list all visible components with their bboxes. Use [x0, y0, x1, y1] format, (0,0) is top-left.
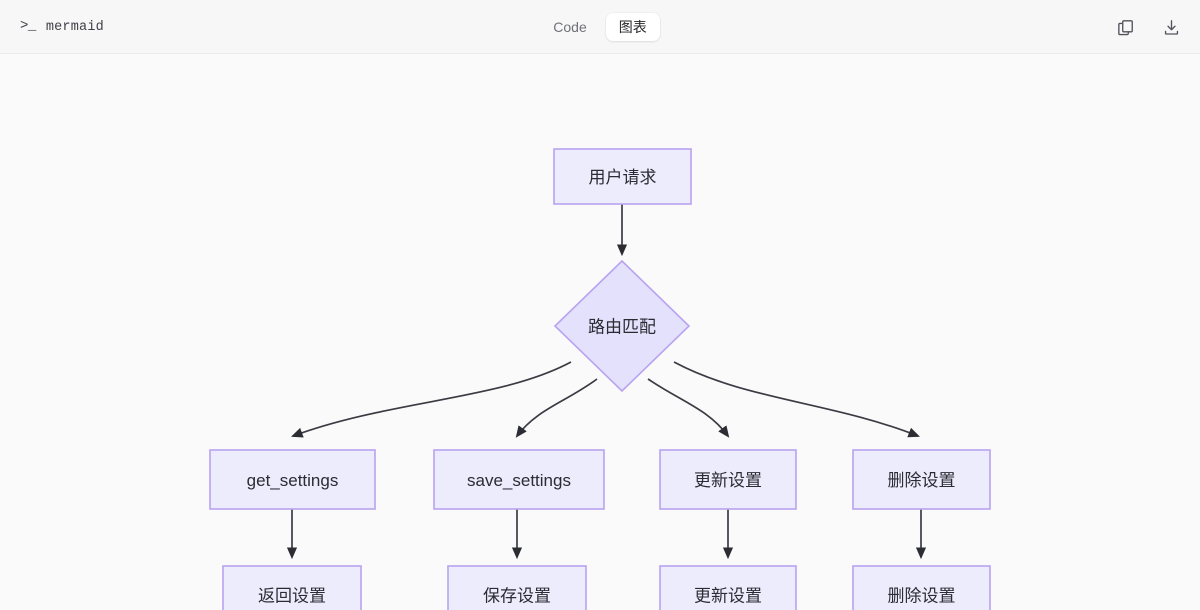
node-shape-diamond: [553, 259, 691, 393]
node-label: 更新设置: [694, 471, 762, 490]
view-tabs: Code 图表: [0, 0, 1200, 54]
toolbar-left-group: >_ mermaid: [20, 0, 104, 54]
node-shape-rect: [852, 449, 991, 510]
node-shape-rect: [852, 565, 991, 610]
node-shape-rect: [659, 565, 797, 610]
node-label: 删除设置: [888, 587, 956, 606]
tab-diagram[interactable]: 图表: [605, 12, 660, 42]
node-n10[interactable]: 删除设置: [852, 565, 991, 610]
node-label: get_settings: [247, 471, 339, 490]
node-n7[interactable]: 返回设置: [222, 565, 362, 610]
node-shape-rect: [447, 565, 587, 610]
node-n3[interactable]: get_settings: [209, 449, 376, 510]
copy-button[interactable]: [1112, 14, 1138, 40]
node-label: 返回设置: [258, 587, 326, 606]
language-label: mermaid: [45, 19, 104, 35]
node-shape-rect: [659, 449, 797, 510]
toolbar: >_ mermaid Code 图表: [0, 0, 1200, 54]
edges-group: [286, 204, 927, 560]
node-label: save_settings: [467, 471, 571, 490]
node-n2[interactable]: 路由匹配: [553, 259, 691, 393]
node-n9[interactable]: 更新设置: [659, 565, 797, 610]
node-n6[interactable]: 删除设置: [852, 449, 991, 510]
terminal-prompt-icon: >_: [20, 18, 36, 34]
edge-n2-to-n4: [515, 378, 598, 438]
node-label: 路由匹配: [588, 318, 656, 337]
tab-code[interactable]: Code: [553, 18, 587, 35]
edge-n2-to-n6: [673, 361, 920, 438]
edge-n2-to-n5: [647, 378, 730, 438]
copy-icon: [1117, 19, 1133, 35]
download-button[interactable]: [1158, 14, 1184, 40]
node-n1[interactable]: 用户请求: [553, 148, 692, 205]
edge-n2-to-n3: [291, 361, 572, 438]
node-shape-rect: [222, 565, 362, 610]
node-label: 保存设置: [483, 587, 551, 606]
node-shape-rect: [209, 449, 376, 510]
node-label: 删除设置: [888, 471, 956, 490]
node-n8[interactable]: 保存设置: [447, 565, 587, 610]
node-n4[interactable]: save_settings: [433, 449, 605, 510]
node-label: 更新设置: [694, 587, 762, 606]
node-label: 用户请求: [589, 168, 657, 187]
node-n5[interactable]: 更新设置: [659, 449, 797, 510]
node-shape-rect: [433, 449, 605, 510]
node-shape-rect: [553, 148, 692, 205]
download-icon: [1164, 19, 1178, 35]
toolbar-right-group: [1112, 0, 1184, 54]
